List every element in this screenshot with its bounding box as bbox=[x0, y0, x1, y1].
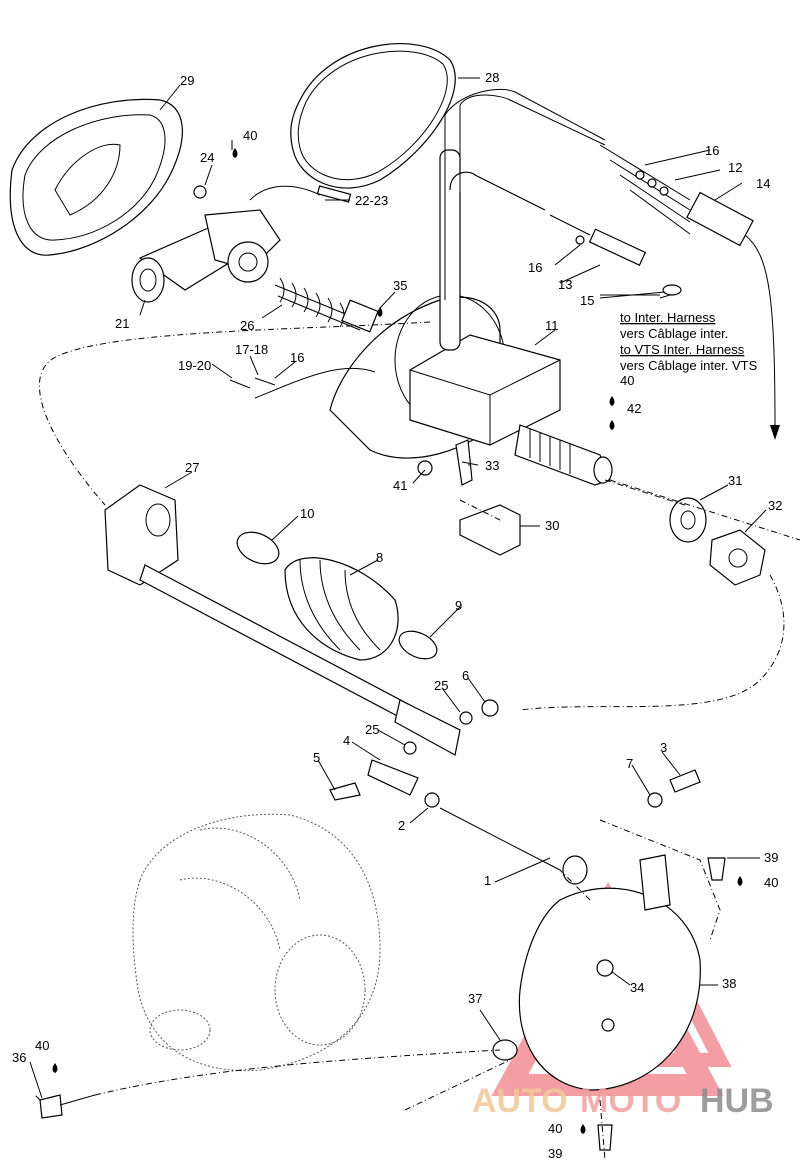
oil-drop-icon bbox=[232, 148, 238, 158]
note-line-2: vers Câblage inter. bbox=[620, 326, 728, 341]
lubricant-drop-icons bbox=[52, 148, 743, 1134]
label-part-11: 11 bbox=[545, 318, 559, 333]
label-part-21: 21 bbox=[115, 316, 129, 331]
label-part-27: 27 bbox=[185, 460, 199, 475]
label-part-7: 7 bbox=[626, 756, 633, 771]
label-part-4: 4 bbox=[343, 733, 350, 748]
label-part-39: 39 bbox=[548, 1146, 562, 1161]
cover-plate-38 bbox=[492, 854, 726, 1151]
label-part-42: 42 bbox=[627, 401, 641, 416]
bolt-3 bbox=[647, 769, 701, 808]
label-part-6: 6 bbox=[462, 668, 469, 683]
label-part-28: 28 bbox=[485, 70, 499, 85]
label-part-10: 10 bbox=[300, 506, 314, 521]
cover-29 bbox=[9, 98, 183, 256]
label-part-9: 9 bbox=[455, 598, 462, 613]
oil-drop-icon bbox=[52, 1063, 58, 1073]
label-part-40: 40 bbox=[620, 373, 634, 388]
label-part-25: 25 bbox=[365, 722, 379, 737]
label-part-1: 1 bbox=[484, 873, 491, 888]
label-part-14: 14 bbox=[756, 176, 770, 191]
label-part-16: 16 bbox=[705, 143, 719, 158]
label-part-40: 40 bbox=[548, 1121, 562, 1136]
hardware-30-33 bbox=[417, 439, 766, 586]
label-part-32: 32 bbox=[768, 498, 782, 513]
label-part-25: 25 bbox=[434, 678, 448, 693]
label-part-41: 41 bbox=[393, 478, 407, 493]
output-shaft bbox=[514, 424, 613, 486]
label-part-33: 33 bbox=[485, 458, 499, 473]
label-part-12: 12 bbox=[728, 160, 742, 175]
label-part-38: 38 bbox=[722, 976, 736, 991]
label-part-30: 30 bbox=[545, 518, 559, 533]
part-labels: 29 40 24 28 16 12 14 22-23 16 13 15 35 2… bbox=[12, 70, 782, 1161]
oil-drop-icon bbox=[609, 420, 615, 430]
watermark-hub: HUB bbox=[700, 1082, 774, 1120]
note-line-1: to Inter. Harness bbox=[620, 310, 716, 325]
housing-11 bbox=[329, 88, 606, 459]
label-part-40: 40 bbox=[764, 875, 778, 890]
label-part-16: 16 bbox=[528, 260, 542, 275]
label-part-34: 34 bbox=[630, 980, 644, 995]
label-part-3: 3 bbox=[660, 740, 667, 755]
harness-arrow bbox=[744, 234, 780, 440]
label-part-5: 5 bbox=[313, 750, 320, 765]
label-part-39: 39 bbox=[764, 850, 778, 865]
label-part-13: 13 bbox=[558, 277, 572, 292]
motor-21 bbox=[131, 209, 281, 303]
watermark-moto: MOTO bbox=[580, 1082, 681, 1120]
label-part-26: 26 bbox=[240, 318, 254, 333]
oil-drop-icon bbox=[609, 396, 615, 406]
label-part-35: 35 bbox=[393, 278, 407, 293]
label-part-24: 24 bbox=[200, 150, 214, 165]
gear-case bbox=[39, 813, 381, 1119]
watermark-text: AUTO MOTO HUB bbox=[472, 1082, 774, 1120]
label-part-19-20: 19-20 bbox=[178, 358, 211, 373]
worm-spring-26 bbox=[274, 277, 379, 333]
note-line-4: vers Câblage inter. VTS bbox=[620, 358, 758, 373]
label-part-40: 40 bbox=[35, 1038, 49, 1053]
harness-note: to Inter. Harness vers Câblage inter. to… bbox=[620, 310, 758, 373]
wiring-items bbox=[193, 185, 376, 399]
connector-14 bbox=[549, 144, 754, 296]
label-part-15: 15 bbox=[580, 293, 594, 308]
label-part-22-23: 22-23 bbox=[355, 193, 388, 208]
oil-drop-icon bbox=[377, 307, 383, 317]
label-part-8: 8 bbox=[376, 550, 383, 565]
center-lines bbox=[34, 321, 800, 1161]
belt-28 bbox=[290, 43, 456, 189]
label-part-40: 40 bbox=[243, 128, 257, 143]
label-part-16: 16 bbox=[290, 350, 304, 365]
boot-8 bbox=[236, 531, 438, 661]
label-part-31: 31 bbox=[728, 473, 742, 488]
label-part-29: 29 bbox=[180, 73, 194, 88]
label-part-2: 2 bbox=[398, 818, 405, 833]
oil-drop-icon bbox=[737, 876, 743, 886]
label-part-37: 37 bbox=[468, 991, 482, 1006]
note-line-3: to VTS Inter. Harness bbox=[620, 342, 745, 357]
oil-drop-icon bbox=[580, 1124, 586, 1134]
linkage bbox=[329, 699, 588, 885]
label-part-17-18: 17-18 bbox=[235, 342, 268, 357]
rod-27 bbox=[104, 484, 461, 756]
leader-lines bbox=[29, 77, 767, 1099]
watermark-auto: AUTO bbox=[472, 1082, 568, 1120]
label-part-36: 36 bbox=[12, 1050, 26, 1065]
